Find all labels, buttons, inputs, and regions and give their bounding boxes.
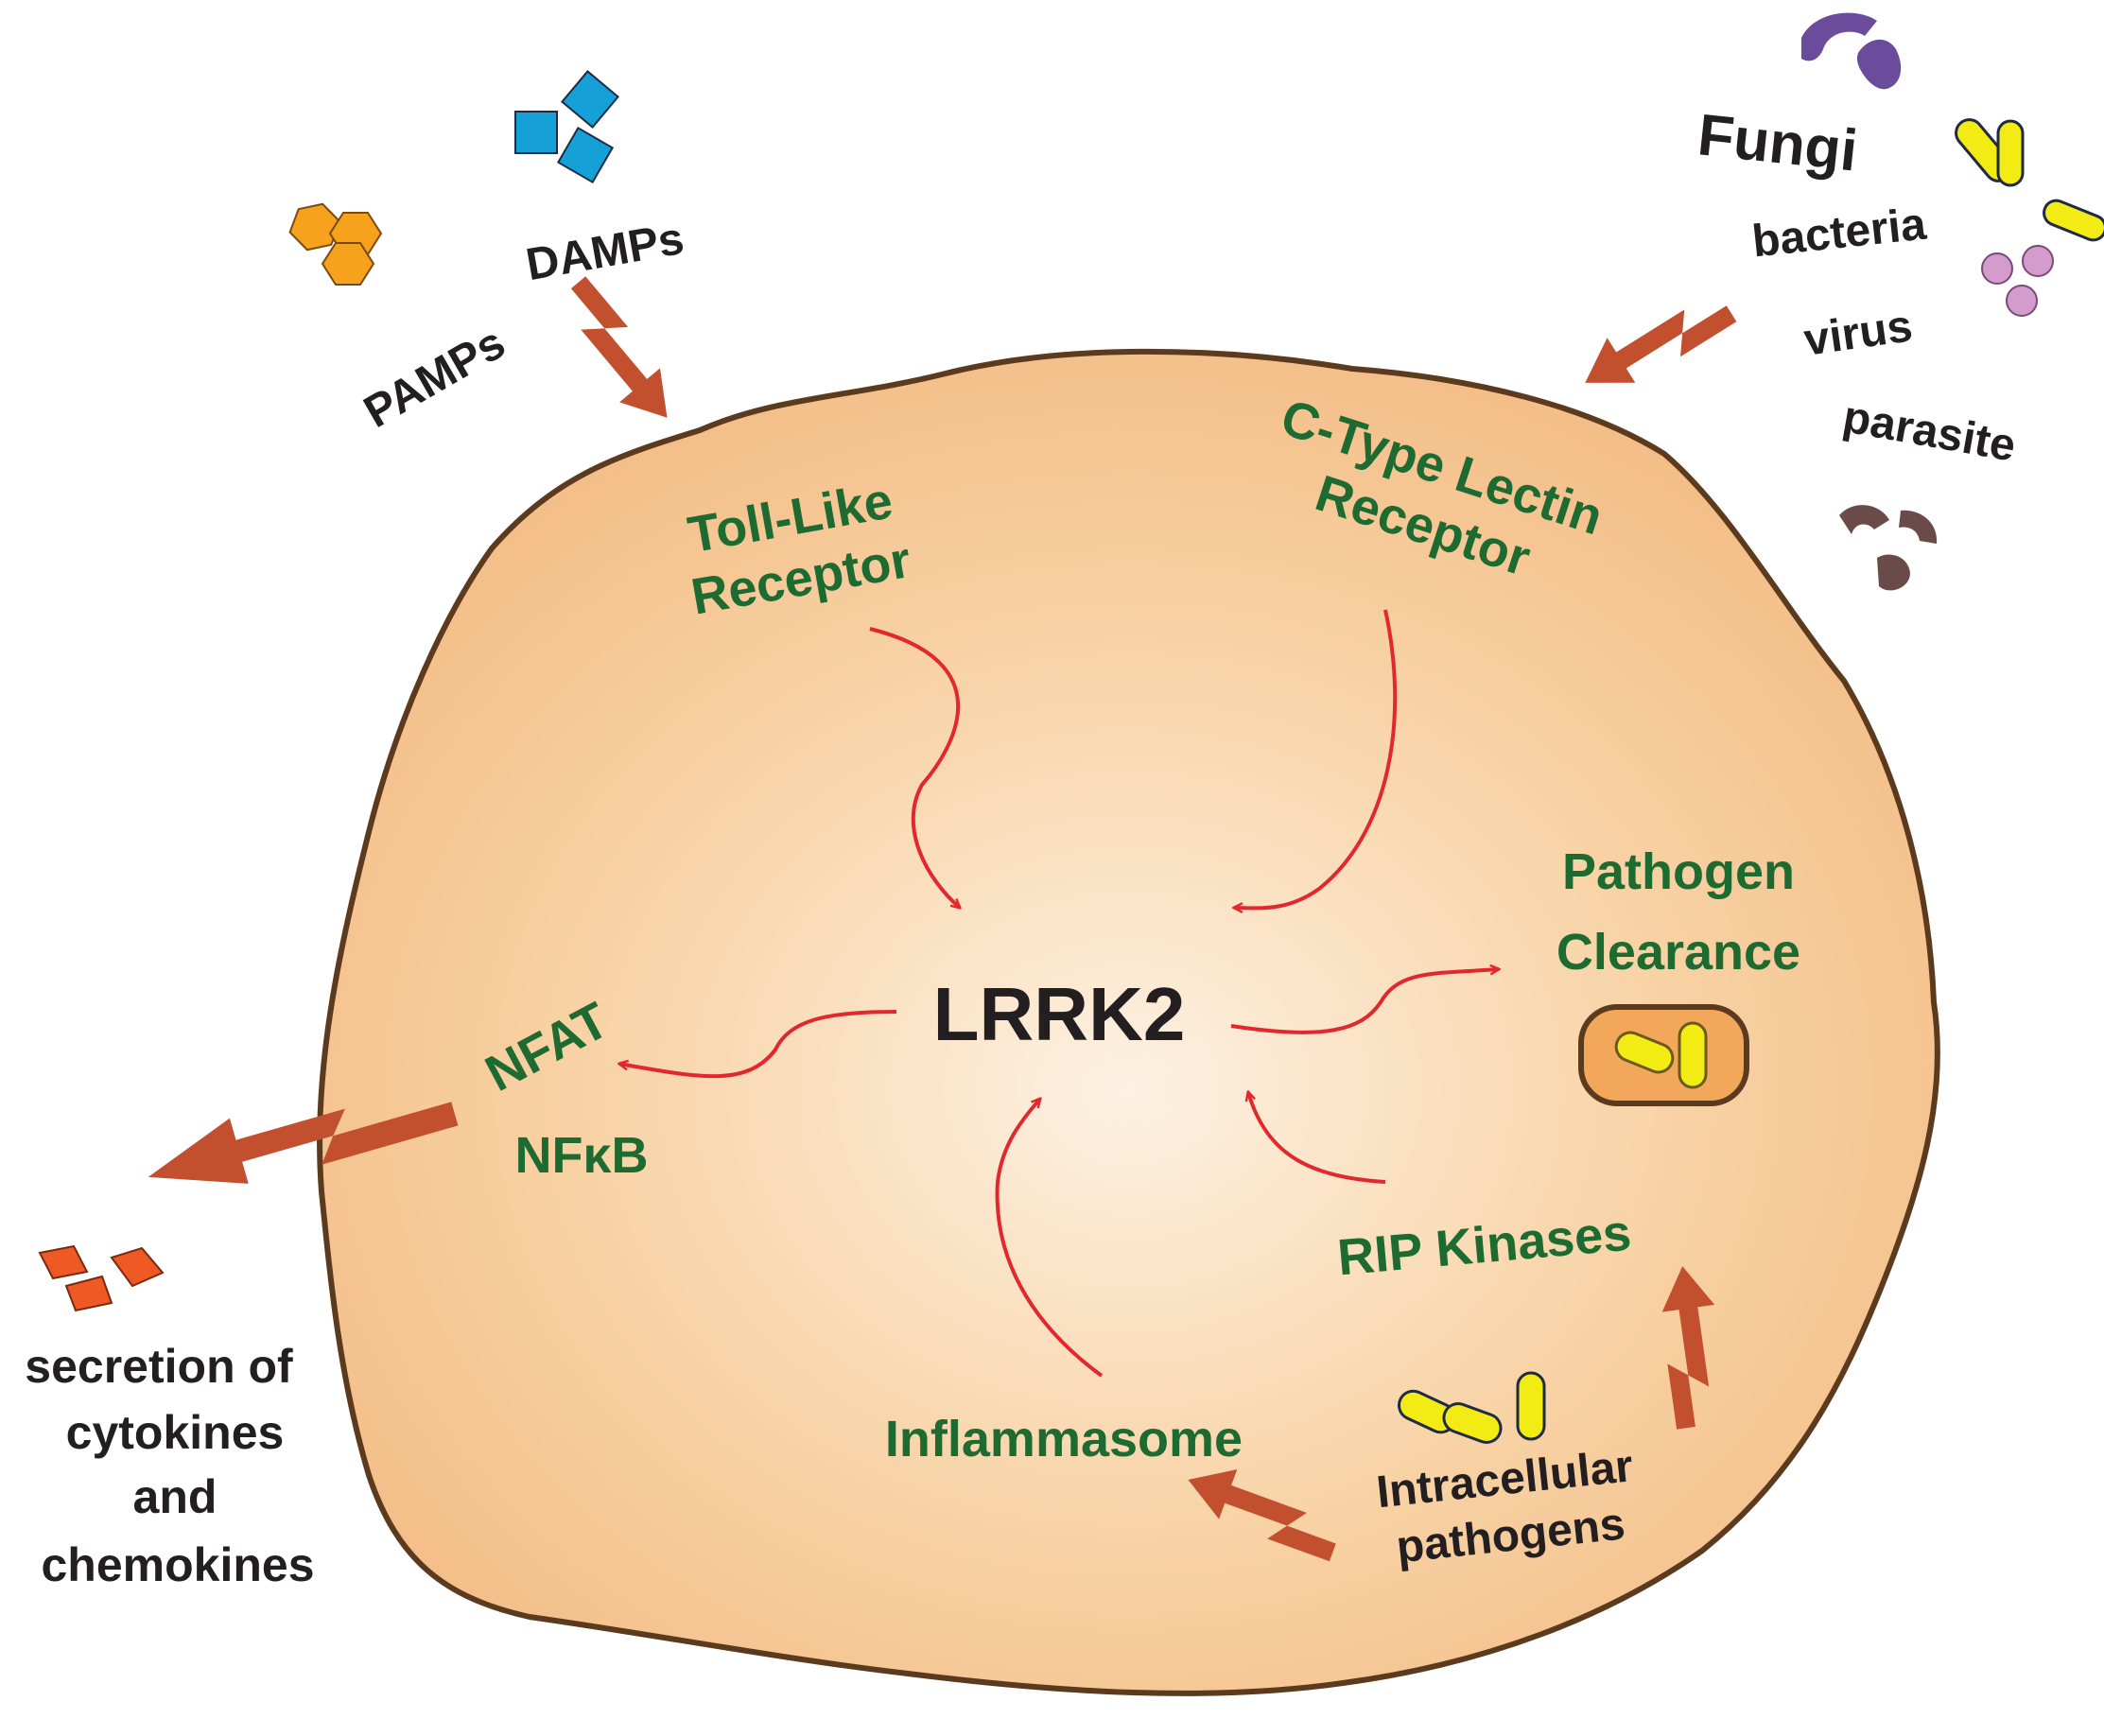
- arrow-lrrk2-to-nfat: [619, 1010, 897, 1079]
- secretion-line3: and: [133, 1470, 217, 1523]
- cytokine-icon: [38, 1244, 165, 1312]
- parasite-label: parasite: [1839, 391, 2020, 471]
- secretion-label: secretion of cytokines and chemokines: [25, 1340, 314, 1591]
- virus-label: virus: [1801, 301, 1916, 365]
- damps-label: DAMPs: [522, 214, 687, 290]
- bolt-damps: [570, 276, 668, 418]
- damps-square-icon: [514, 70, 619, 184]
- arrow-rip-to-lrrk2: [1248, 1092, 1386, 1184]
- phagosome-icon: [1578, 1004, 1749, 1106]
- bacteria-label: bacteria: [1750, 200, 1929, 268]
- fungi-icon: [1801, 12, 1902, 90]
- nfkb-label: NFκB: [514, 1127, 648, 1184]
- clearance-line2: Clearance: [1556, 924, 1800, 981]
- clearance-line1: Pathogen: [1562, 843, 1795, 900]
- inflammasome-label: Inflammasome: [885, 1411, 1243, 1467]
- parasite-icon: [1839, 505, 1938, 591]
- secretion-line1: secretion of: [25, 1340, 293, 1393]
- bolt-pathogens: [1585, 305, 1737, 383]
- secretion-line2: cytokines: [66, 1406, 285, 1459]
- bolt-secretion: [148, 1102, 459, 1184]
- bolt-rip: [1661, 1266, 1715, 1430]
- lrrk2-label: LRRK2: [933, 972, 1186, 1056]
- arrow-inflammasome-to-lrrk2: [995, 1099, 1104, 1378]
- arrow-clr-to-lrrk2: [1234, 609, 1398, 908]
- bacteria-rod-icon: [1955, 118, 2104, 242]
- secretion-line4: chemokines: [41, 1538, 314, 1591]
- arrow-tlr-to-lrrk2: [869, 627, 960, 908]
- bolt-inflammasome: [1188, 1469, 1336, 1562]
- pamps-hexagon-icon: [288, 202, 383, 286]
- intracellular-bacteria-icon: [1397, 1371, 1546, 1444]
- virus-sphere-icon: [1981, 245, 2054, 317]
- fungi-label: Fungi: [1695, 102, 1860, 183]
- pamps-label: PAMPs: [356, 318, 513, 438]
- arrow-lrrk2-to-clearance: [1230, 969, 1499, 1034]
- cell-body: [317, 348, 1940, 1696]
